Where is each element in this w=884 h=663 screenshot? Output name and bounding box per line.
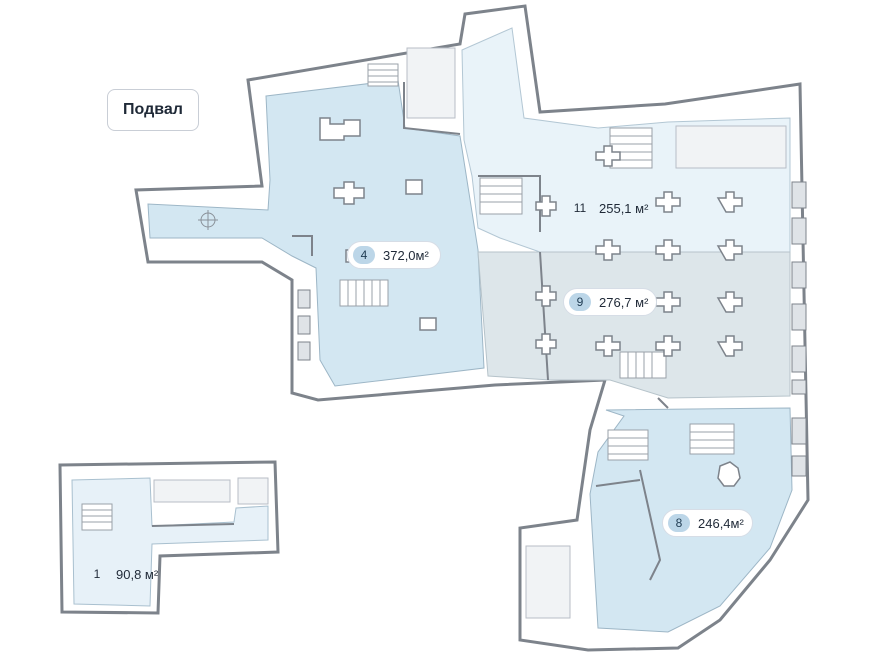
room-area: 246,4м² (698, 515, 744, 531)
room-tag-1[interactable]: 1 90,8 м² (80, 560, 169, 588)
interior-walls (151, 82, 669, 581)
floor-label: Подвал (107, 89, 199, 131)
room-area: 255,1 м² (599, 200, 649, 216)
room-tag-4[interactable]: 4 372,0м² (347, 241, 441, 269)
room-area: 90,8 м² (116, 566, 159, 582)
room-tag-8[interactable]: 8 246,4м² (662, 509, 753, 537)
room-9-area[interactable] (477, 251, 791, 399)
room-tag-9[interactable]: 9 276,7 м² (563, 288, 657, 316)
room-1-area[interactable] (71, 477, 269, 607)
room-tag-11[interactable]: 11 255,1 м² (563, 194, 659, 222)
room-area: 372,0м² (383, 247, 429, 263)
crosshair-icon (198, 210, 218, 230)
room-number: 4 (353, 246, 375, 264)
room-number: 9 (569, 293, 591, 311)
room-area: 276,7 м² (599, 294, 649, 310)
room-number: 8 (668, 514, 690, 532)
stairs (81, 63, 735, 531)
room-number: 11 (573, 201, 587, 215)
service-zones (153, 47, 787, 619)
facade-piers (297, 181, 807, 477)
room-number: 1 (93, 567, 101, 581)
